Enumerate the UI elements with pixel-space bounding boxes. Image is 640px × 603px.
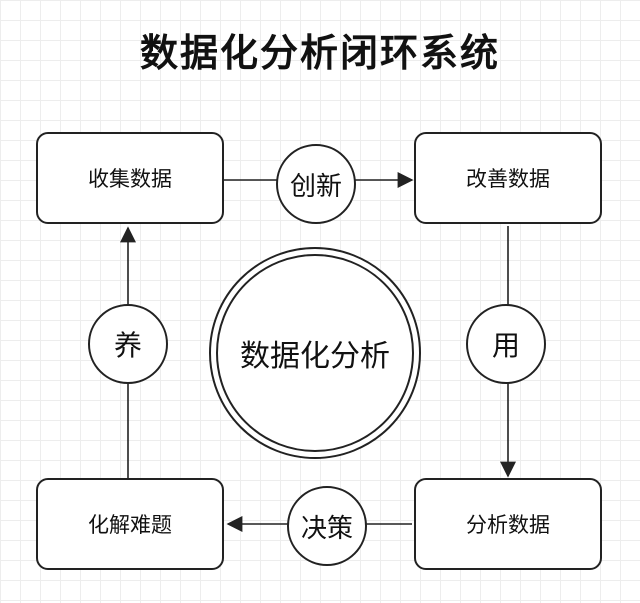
node-improve-data: 改善数据: [414, 132, 602, 224]
node-analyze-data: 分析数据: [414, 478, 602, 570]
node-collect-data: 收集数据: [36, 132, 224, 224]
edge-label-use: 用: [466, 304, 546, 384]
node-solve-problems: 化解难题: [36, 478, 224, 570]
center-circle-label: 数据化分析: [216, 254, 414, 452]
edge-label-decide: 决策: [287, 486, 367, 566]
edge-label-nurture: 养: [88, 304, 168, 384]
edge-label-innovate: 创新: [276, 144, 356, 224]
diagram-title: 数据化分析闭环系统: [139, 31, 500, 75]
